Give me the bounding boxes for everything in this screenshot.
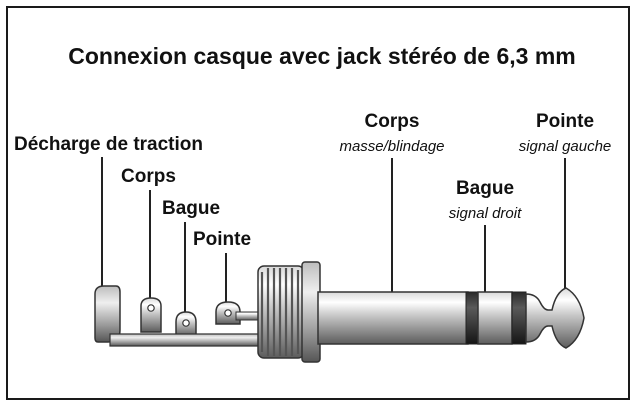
solder-lugs: [94, 285, 263, 347]
label-bague-right: Bague: [456, 178, 514, 199]
pointe-lug-hole: [224, 309, 232, 317]
corps-lug-hole: [147, 304, 155, 312]
label-pointe-right: Pointe: [536, 111, 594, 132]
threaded-collar: [257, 261, 321, 363]
label-bague-right-sub: signal droit: [449, 205, 522, 222]
label-pointe-right-sub: signal gauche: [519, 138, 612, 155]
page-title: Connexion casque avec jack stéréo de 6,3…: [68, 43, 576, 69]
insulator-band-1: [465, 291, 479, 345]
corps-lug: [140, 297, 162, 333]
lug-strip: [109, 333, 263, 347]
plug-tip: [525, 287, 585, 349]
label-bague-left: Bague: [162, 198, 220, 219]
insulator-band-2: [511, 291, 527, 345]
strain-relief-lug: [94, 285, 121, 343]
label-decharge: Décharge de traction: [14, 134, 203, 155]
label-corps-left: Corps: [121, 166, 176, 187]
plug-sleeve: [317, 291, 469, 345]
label-corps-right-sub: masse/blindage: [339, 138, 444, 155]
thread-lines: [260, 268, 300, 356]
label-corps-right: Corps: [365, 111, 420, 132]
bague-lug-hole: [182, 319, 190, 327]
plug-ring: [477, 291, 513, 345]
label-pointe-left: Pointe: [193, 229, 251, 250]
